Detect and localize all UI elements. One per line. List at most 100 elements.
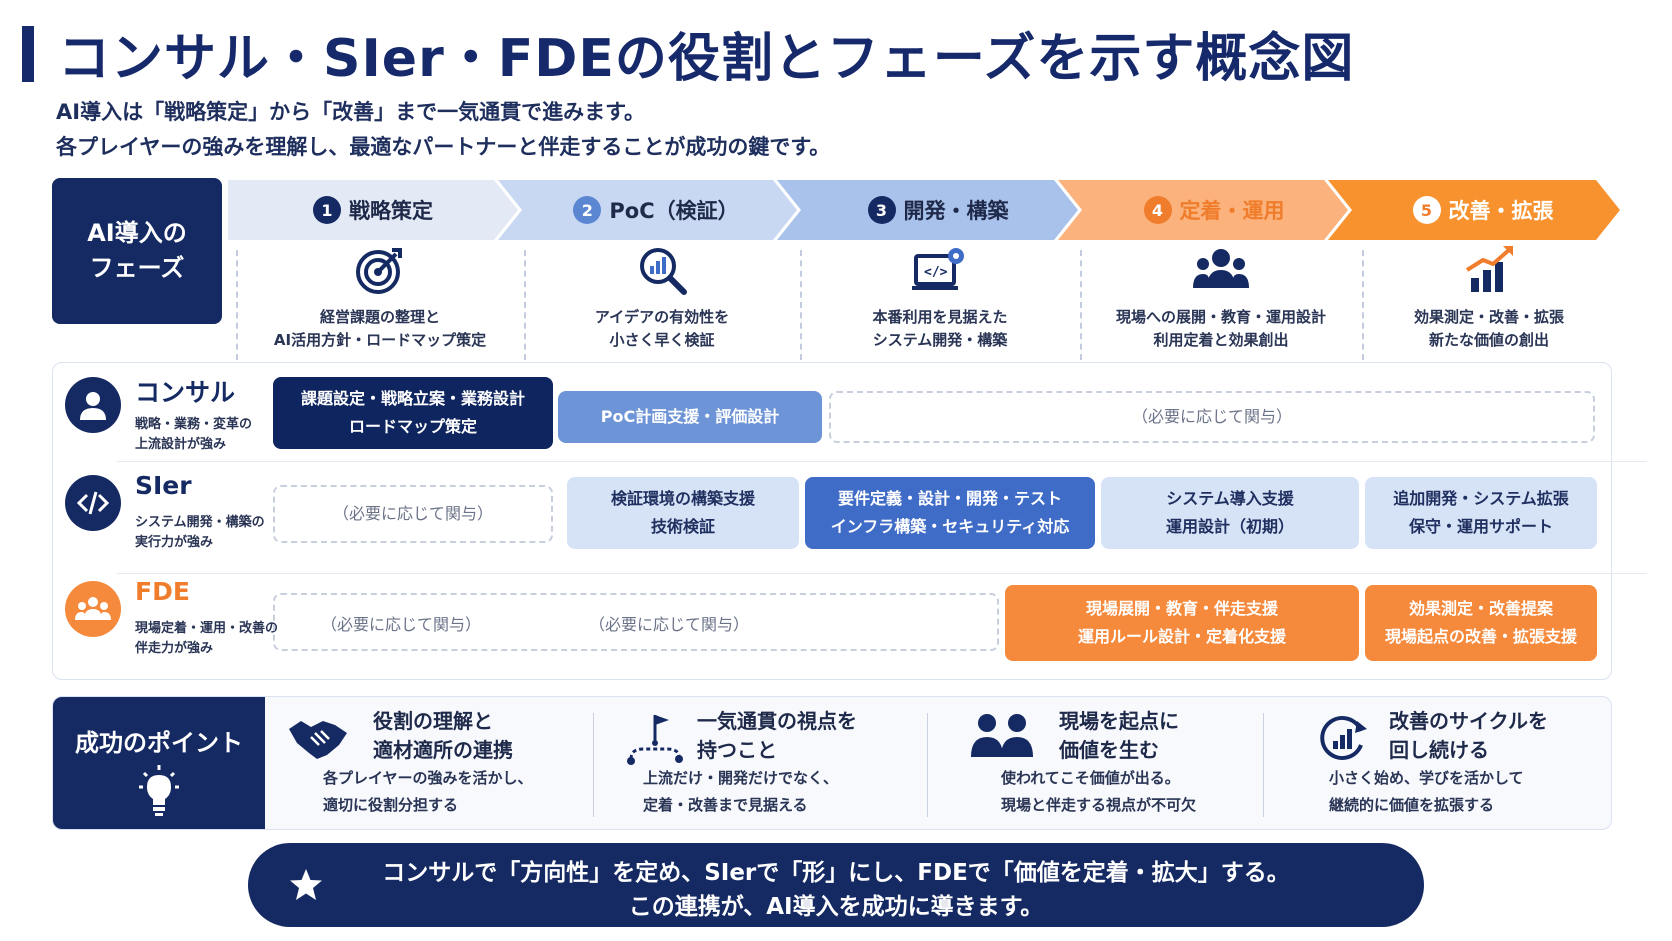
fde-improve-cell: 効果測定・改善提案現場起点の改善・拡張支援 <box>1365 585 1597 661</box>
consul-desc-2: 上流設計が強み <box>135 437 227 453</box>
fde-optional-cell <box>273 593 999 651</box>
team-icon <box>1193 249 1249 288</box>
phase-1-header: 1 戦略策定 <box>228 180 518 240</box>
people-icon <box>971 714 1033 757</box>
consul-role-desc: 戦略・業務・変革の上流設計が強み <box>135 415 252 455</box>
fde-cell2-line1: 現場展開・教育・伴走支援 <box>1085 599 1278 618</box>
fde-desc-2: 伴走力が強み <box>135 641 214 657</box>
point-3-title-2: 価値を生む <box>1059 738 1159 762</box>
sier-desc-1: システム開発・構築の <box>135 515 265 530</box>
target-icon <box>356 248 402 294</box>
phase-1-desc-2: AI活用方針・ロードマップ策定 <box>273 330 487 349</box>
phase-section-label: AI導入のフェーズ <box>52 178 222 324</box>
consul-strategy-cell: 課題設定・戦略立案・業務設計ロードマップ策定 <box>273 377 553 449</box>
fde-deploy-cell: 現場展開・教育・伴走支援運用ルール設計・定着化支援 <box>1005 585 1359 661</box>
phase-4-chevron <box>1058 180 1348 240</box>
phase-5-header: 5 改善・拡張 <box>1350 180 1616 240</box>
fde-optional-text-1: （必要に応じて関与） <box>321 615 482 634</box>
consul-cell1-line2: ロードマップ策定 <box>348 417 477 436</box>
phase-2-detail: アイデアの有効性を小さく早く検証 <box>524 244 800 364</box>
sier-cell2-line2: 技術検証 <box>650 517 715 536</box>
sier-cell4-line2: 運用設計（初期） <box>1165 517 1294 536</box>
phase-5-desc-2: 新たな価値の創出 <box>1428 330 1549 349</box>
phase-2-number: 2 <box>573 196 602 224</box>
phase-4-header: 4 定着・運用 <box>1080 180 1348 240</box>
sier-deploy-cell: システム導入支援運用設計（初期） <box>1101 477 1359 549</box>
phase-5-name: 改善・拡張 <box>1448 199 1554 223</box>
phase-divider <box>524 250 526 360</box>
sier-optional-cell: （必要に応じて関与） <box>273 485 553 543</box>
fde-optional-text-2: （必要に応じて関与） <box>589 615 750 634</box>
point-2-title-1: 一気通貫の視点を <box>697 709 857 733</box>
phase-4-desc-1: 現場への展開・教育・運用設計 <box>1115 308 1326 326</box>
success-point-2: 一気通貫の視点を持つこと 上流だけ・開発だけでなく、定着・改善まで見据える <box>625 697 925 829</box>
phase-4-desc-2: 利用定着と効果創出 <box>1153 330 1289 349</box>
phase-5-desc-1: 効果測定・改善・拡張 <box>1413 308 1564 326</box>
row-divider <box>117 573 1647 574</box>
success-label: 成功のポイント <box>53 697 265 829</box>
sier-cell3-line2: インフラ構築・セキュリティ対応 <box>830 517 1070 536</box>
code-gear-icon: </> <box>912 248 964 290</box>
fde-role-desc: 現場定着・運用・改善の伴走力が強み <box>135 619 278 659</box>
phase-5-chevron <box>1328 180 1620 240</box>
sier-extend-cell: 追加開発・システム拡張保守・運用サポート <box>1365 477 1597 549</box>
fde-cell3-line1: 効果測定・改善提案 <box>1408 599 1553 618</box>
consul-role-name: コンサル <box>135 378 236 407</box>
point-4-title-2: 回し続ける <box>1389 738 1489 762</box>
consul-person-icon <box>65 377 121 433</box>
point-1-title-1: 役割の理解と <box>373 709 493 733</box>
fde-desc-1: 現場定着・運用・改善の <box>135 621 279 636</box>
consul-desc-1: 戦略・業務・変革の <box>135 417 253 432</box>
phase-3-desc-2: システム開発・構築 <box>872 330 1008 349</box>
point-divider <box>927 713 928 817</box>
phase-3-desc-1: 本番利用を見据えた <box>872 308 1008 326</box>
point-4-desc-2: 継続的に価値を拡張する <box>1329 796 1495 814</box>
phase-divider <box>236 250 238 360</box>
subtitle-line-1: AI導入は「戦略策定」から「改善」まで一気通貫で進みます。 <box>56 100 645 124</box>
flag-path-icon <box>627 715 683 765</box>
point-3-desc-2: 現場と伴走する視点が不可欠 <box>1001 796 1197 814</box>
lightbulb-icon <box>139 765 179 816</box>
phase-2-desc-2: 小さく早く検証 <box>609 330 715 349</box>
phase-3-header: 3 開発・構築 <box>800 180 1076 240</box>
phase-1-number: 1 <box>313 196 341 224</box>
handshake-icon <box>289 721 347 759</box>
star-icon <box>290 869 322 900</box>
phase-5-number: 5 <box>1412 196 1441 224</box>
sier-cell5-line2: 保守・運用サポート <box>1408 517 1553 536</box>
phase-label-line-1: AI導入の <box>87 219 187 248</box>
phase-divider <box>1080 250 1082 360</box>
sier-cell4-line1: システム導入支援 <box>1166 489 1294 508</box>
point-2-desc-2: 定着・改善まで見据える <box>643 796 808 814</box>
consul-poc-cell: PoC計画支援・評価設計 <box>558 391 822 443</box>
conclusion-banner: コンサルで「方向性」を定め、SIerで「形」にし、FDEで「価値を定着・拡大」す… <box>248 843 1424 927</box>
success-label-text: 成功のポイント <box>75 729 243 757</box>
success-point-3: 現場を起点に価値を生む 使われてこそ価値が出る。現場と伴走する視点が不可欠 <box>955 697 1255 829</box>
point-1-title-2: 適材適所の連携 <box>373 738 513 762</box>
fde-cell2-line2: 運用ルール設計・定着化支援 <box>1077 627 1286 646</box>
phase-2-header: 2 PoC（検証） <box>520 180 792 240</box>
point-1-desc-1: 各プレイヤーの強みを活かし、 <box>323 769 533 787</box>
sier-code-icon <box>65 475 121 531</box>
phase-4-detail: 現場への展開・教育・運用設計利用定着と効果創出 <box>1080 244 1362 364</box>
phase-2-name: PoC（検証） <box>609 199 739 223</box>
page-title: コンサル・SIer・FDEの役割とフェーズを示す概念図 <box>58 29 1355 89</box>
sier-role-desc: システム開発・構築の実行力が強み <box>135 513 265 553</box>
phase-4-number: 4 <box>1143 196 1172 224</box>
fde-role-name: FDE <box>135 577 190 606</box>
consul-cell1-line1: 課題設定・戦略立案・業務設計 <box>300 389 525 408</box>
phase-divider <box>800 250 802 360</box>
cycle-chart-icon <box>1320 716 1367 760</box>
phase-1-name: 戦略策定 <box>349 199 433 223</box>
fde-group-icon <box>65 581 121 637</box>
phase-5-detail: 効果測定・改善・拡張新たな価値の創出 <box>1362 244 1616 364</box>
point-4-desc-1: 小さく始め、学びを活かして <box>1329 769 1524 787</box>
sier-desc-2: 実行力が強み <box>135 535 214 551</box>
success-point-1: 役割の理解と適材適所の連携 各プレイヤーの強みを活かし、適切に役割分担する <box>285 697 615 829</box>
banner-line-2: この連携が、AI導入を成功に導きます。 <box>628 894 1044 920</box>
sier-dev-cell: 要件定義・設計・開発・テストインフラ構築・セキュリティ対応 <box>805 477 1095 549</box>
point-divider <box>593 713 594 817</box>
phase-1-chevron <box>228 180 518 240</box>
point-1-desc-2: 適切に役割分担する <box>323 796 459 814</box>
